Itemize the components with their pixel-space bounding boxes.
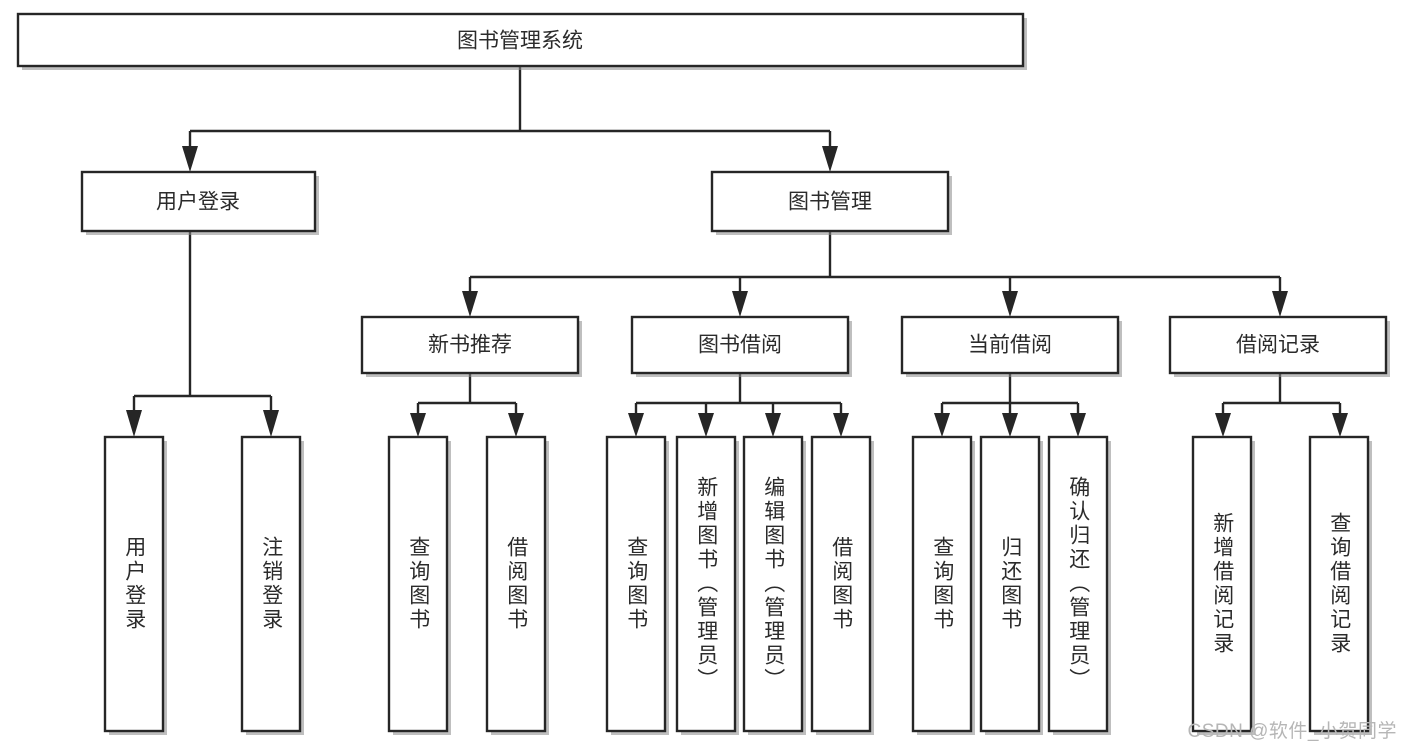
connector-currentborrow-to-leaves (934, 373, 1086, 437)
arrow-to-leaf-borrow-book-1 (508, 413, 524, 437)
node-book-manage[interactable]: 图书管理 (710, 170, 952, 235)
leaf-box-query-book-1[interactable] (387, 435, 451, 735)
arrow-to-leaf-user-login (126, 410, 142, 437)
arrow-to-current-borrow (1002, 291, 1018, 317)
leaf-box-query-record[interactable] (1308, 435, 1372, 735)
node-root-system-label: 图书管理系统 (457, 30, 583, 53)
connector-borrowrecord-to-leaves (1215, 373, 1348, 437)
connector-newbook-to-leaves (410, 373, 524, 437)
connector-bookborrow-to-leaves (628, 373, 849, 437)
node-root-system[interactable]: 图书管理系统 (16, 12, 1027, 70)
arrow-to-leaf-confirm-return (1070, 413, 1086, 437)
node-book-borrow[interactable]: 图书借阅 (630, 315, 852, 377)
arrow-to-leaf-return-book (1002, 413, 1018, 437)
leaf-box-edit-book[interactable] (742, 435, 806, 735)
connector-bookmanage-to-level3 (462, 231, 1288, 317)
node-book-manage-label: 图书管理 (788, 191, 872, 214)
arrow-to-leaf-borrow-book-2 (833, 413, 849, 437)
node-user-login[interactable]: 用户登录 (80, 170, 319, 235)
leaf-box-logout[interactable] (240, 435, 304, 735)
csdn-watermark: CSDN @软件_小贺同学 (1187, 721, 1397, 742)
arrow-to-new-book (462, 291, 478, 317)
node-current-borrow[interactable]: 当前借阅 (900, 315, 1122, 377)
leaf-box-add-record[interactable] (1191, 435, 1255, 735)
arrow-to-leaf-logout (263, 410, 279, 437)
arrow-to-leaf-query-book-1 (410, 413, 426, 437)
leaf-box-add-book[interactable] (675, 435, 739, 735)
node-current-borrow-label: 当前借阅 (968, 334, 1052, 357)
node-new-book-recommend-label: 新书推荐 (428, 334, 512, 357)
node-borrow-record[interactable]: 借阅记录 (1168, 315, 1390, 377)
arrow-to-leaf-query-book-2 (628, 413, 644, 437)
leaf-box-query-book-3[interactable] (911, 435, 975, 735)
arrow-to-book-borrow (732, 291, 748, 317)
leaf-box-borrow-book-1[interactable] (485, 435, 549, 735)
arrow-to-leaf-add-record (1215, 413, 1231, 437)
leaf-box-confirm-return[interactable] (1047, 435, 1111, 735)
node-borrow-record-label: 借阅记录 (1236, 334, 1320, 357)
leaf-box-query-book-2[interactable] (605, 435, 669, 735)
node-user-login-label: 用户登录 (156, 191, 240, 214)
arrow-to-user-login (182, 146, 198, 172)
leaf-box-user-login[interactable] (103, 435, 167, 735)
leaf-box-return-book[interactable] (979, 435, 1043, 735)
arrow-to-leaf-query-record (1332, 413, 1348, 437)
arrow-to-book-manage (822, 146, 838, 172)
node-book-borrow-label: 图书借阅 (698, 334, 782, 357)
arrow-to-leaf-query-book-3 (934, 413, 950, 437)
connector-root-to-level2 (182, 66, 838, 172)
connector-userlogin-to-leaves (126, 231, 279, 437)
arrow-to-leaf-edit-book (765, 413, 781, 437)
node-new-book-recommend[interactable]: 新书推荐 (360, 315, 582, 377)
arrow-to-leaf-add-book (698, 413, 714, 437)
leaf-box-borrow-book-2[interactable] (810, 435, 874, 735)
arrow-to-borrow-record (1272, 291, 1288, 317)
